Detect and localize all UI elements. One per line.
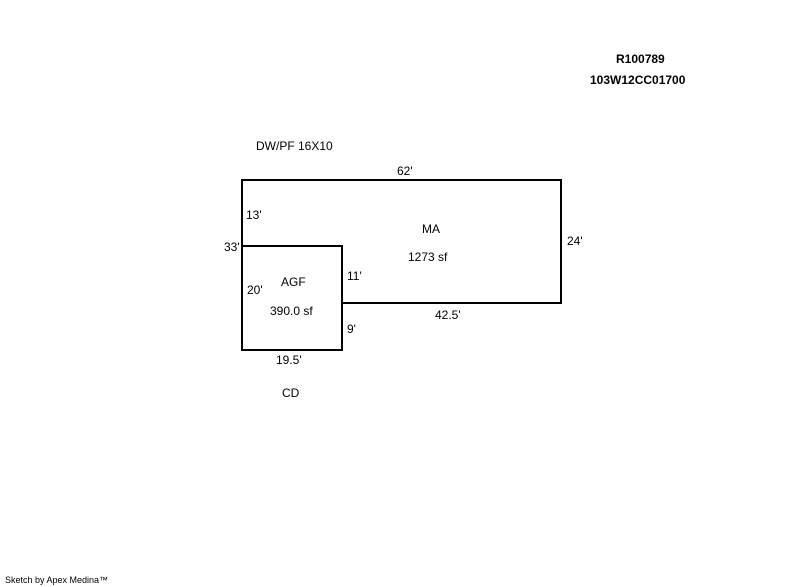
- dwpf-note: DW/PF 16X10: [256, 139, 333, 153]
- dim-ma-top: 62': [397, 164, 413, 178]
- dim-agf-bottom: 19.5': [276, 353, 302, 367]
- agf-area-value: 390.0 sf: [270, 304, 313, 318]
- agf-divider-line: [242, 245, 343, 303]
- ma-area-value: 1273 sf: [408, 250, 448, 264]
- agf-area-code: AGF: [281, 275, 306, 289]
- dim-agf-left: 20': [247, 283, 263, 297]
- sketch-credit: Sketch by Apex Medina™: [5, 575, 109, 585]
- dim-ma-bottom: 42.5': [435, 308, 461, 322]
- building-outline: [241, 179, 562, 351]
- dim-step-inner: 11': [347, 269, 362, 283]
- dim-ma-left-upper: 13': [246, 208, 262, 222]
- dim-agf-right-lower: 9': [347, 322, 356, 336]
- cd-note: CD: [282, 386, 300, 400]
- dim-overall-left: 33': [224, 240, 240, 254]
- dim-ma-right: 24': [567, 234, 583, 248]
- parcel-id: R100789: [616, 52, 665, 66]
- ma-area-code: MA: [422, 222, 440, 236]
- map-number: 103W12CC01700: [590, 73, 686, 87]
